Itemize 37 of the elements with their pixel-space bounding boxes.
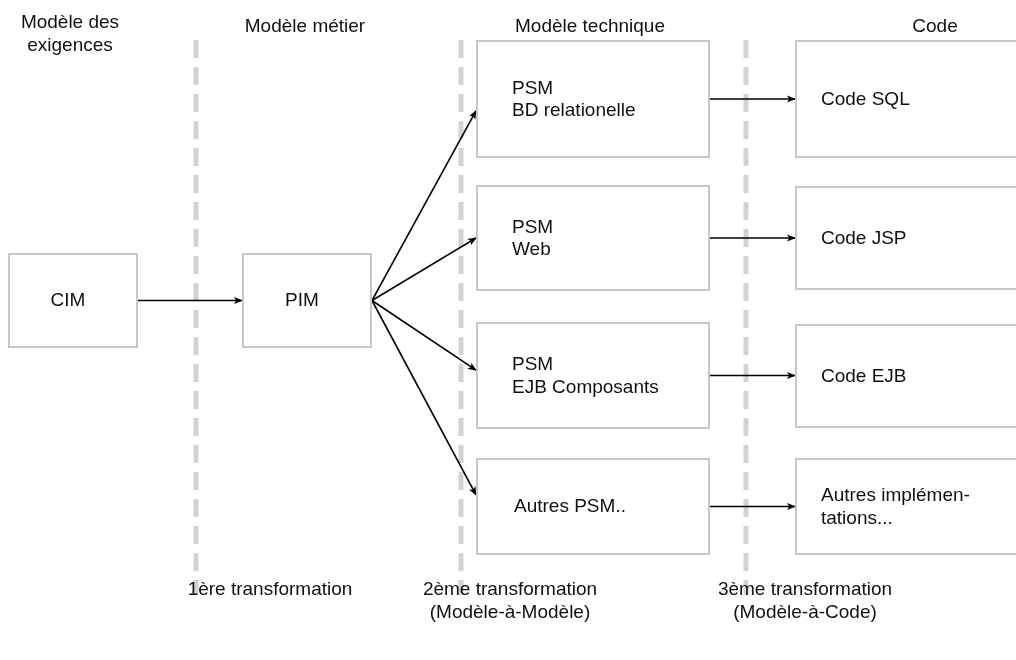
process-box [8, 253, 138, 348]
column-heading: Modèle des exigences [19, 10, 121, 57]
box-label: PSM [512, 76, 554, 99]
process-box [795, 186, 1016, 290]
process-box [476, 458, 710, 555]
column-heading: Code [911, 14, 959, 38]
box-label: PIM [285, 289, 319, 312]
box-label: PSM [512, 215, 554, 238]
arrow [709, 95, 796, 103]
box-label: Code JSP [821, 226, 907, 250]
process-box [476, 322, 710, 429]
box-label: Autres implémen-tations... [821, 484, 971, 529]
box-label: Code EJB [821, 364, 907, 388]
transformation-label: 1ère transformation [186, 577, 354, 601]
transformation-label: 2ème transformation (Modèle-à-Modèle) [421, 577, 599, 624]
arrow [709, 234, 796, 242]
box-label: PSM [512, 353, 554, 376]
process-box [795, 40, 1016, 158]
box-label: EJB Composants [512, 375, 659, 398]
process-box [476, 185, 710, 291]
arrow [371, 237, 477, 302]
process-box [795, 458, 1016, 555]
arrow [137, 296, 243, 305]
process-box [242, 253, 372, 348]
arrow [709, 502, 796, 511]
transformation-label: 3ème transformation (Modèle-à-Code) [716, 577, 894, 624]
box-label: Code SQL [821, 87, 910, 111]
box-label: Web [512, 238, 551, 261]
box-label: BD relationelle [512, 99, 636, 122]
column-heading: Modèle technique [514, 14, 666, 38]
process-box [795, 324, 1016, 428]
box-label: CIM [50, 289, 86, 312]
arrow [709, 371, 796, 380]
process-box [476, 40, 710, 158]
arrow [371, 299, 477, 371]
box-label: Autres PSM.. [514, 495, 626, 518]
column-heading: Modèle métier [243, 14, 367, 38]
